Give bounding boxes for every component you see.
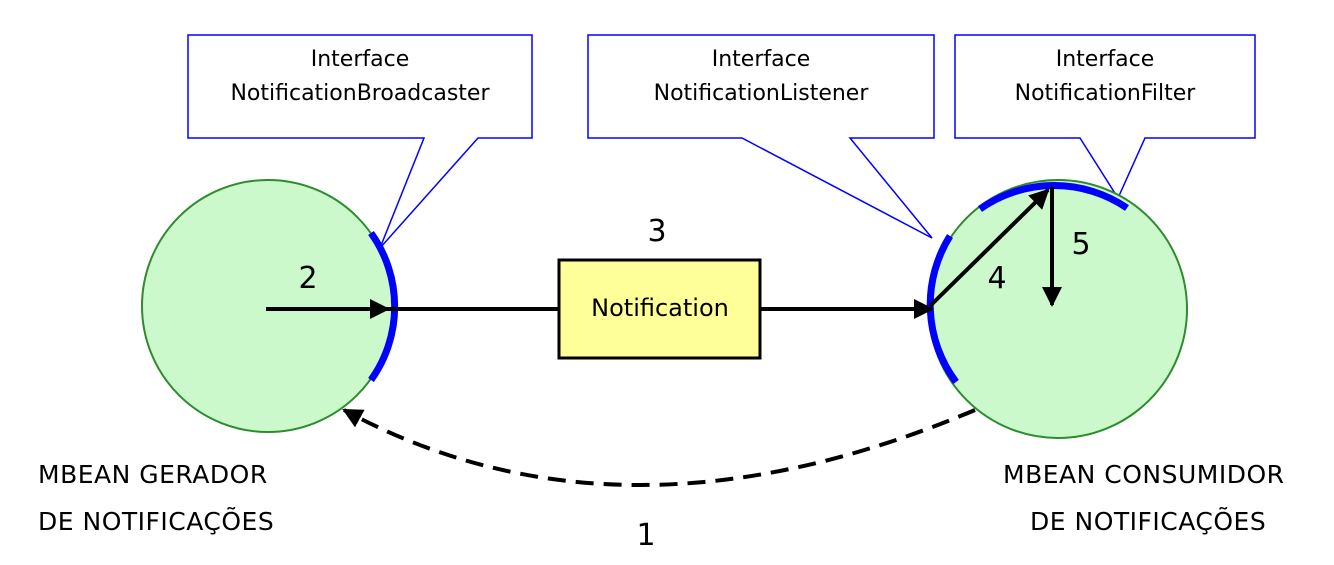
generator-mbean-circle — [141, 179, 395, 433]
filter-interface-arc — [977, 182, 1129, 212]
callout-filter-line2: NotificationFilter — [1015, 81, 1197, 106]
step-number-2: 2 — [298, 261, 317, 296]
notification-label: Notification — [591, 294, 729, 322]
consumer-caption-line2: DE NOTIFICAÇÕES — [1030, 506, 1266, 536]
callout-broadcaster: Interface NotificationBroadcaster — [187, 34, 533, 249]
notification-rect — [557, 258, 762, 360]
registration-dashed-arrow — [342, 408, 976, 487]
callout-listener-shape — [587, 34, 935, 239]
callout-listener: Interface NotificationListener — [587, 34, 935, 239]
broadcaster-interface-arc — [368, 230, 399, 383]
step-number-1: 1 — [636, 518, 655, 553]
notification-box: Notification — [557, 258, 762, 360]
callout-filter: Interface NotificationFilter — [954, 34, 1256, 200]
step-number-5: 5 — [1071, 227, 1090, 262]
callout-filter-line1: Interface — [1056, 47, 1155, 72]
generator-caption-line2: DE NOTIFICAÇÕES — [38, 506, 274, 536]
step-number-3: 3 — [647, 214, 666, 249]
callout-listener-line1: Interface — [712, 47, 811, 72]
callout-broadcaster-line1: Interface — [311, 47, 410, 72]
callout-broadcaster-shape — [187, 34, 533, 249]
consumer-caption-line1: MBEAN CONSUMIDOR — [1003, 460, 1285, 489]
consumer-mbean-circle — [928, 179, 1188, 439]
generator-caption-line1: MBEAN GERADOR — [38, 460, 268, 489]
step-number-4: 4 — [987, 261, 1006, 296]
callout-listener-line2: NotificationListener — [654, 81, 870, 106]
callout-filter-shape — [954, 34, 1256, 200]
callout-broadcaster-line2: NotificationBroadcaster — [230, 81, 490, 106]
step4-arrow — [928, 188, 1050, 308]
